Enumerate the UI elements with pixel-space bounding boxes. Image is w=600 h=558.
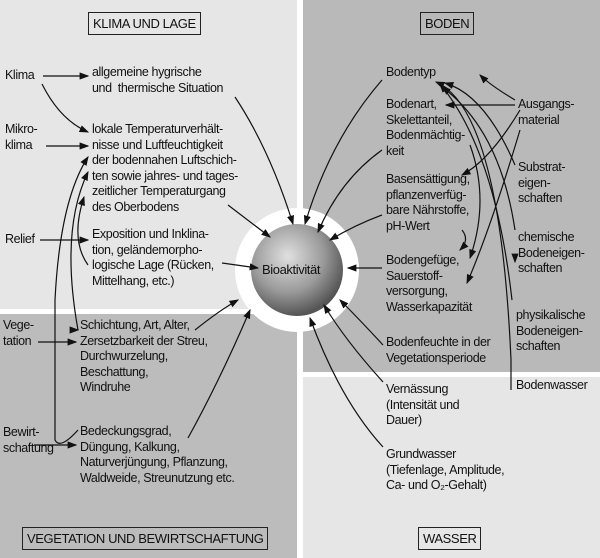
effect-grundwasser: Grundwasser (Tiefenlage, Amplitude, Ca- … <box>386 447 505 493</box>
effect-bodenart: Bodenart, Skelettanteil, Bodenmächtig- k… <box>386 97 465 158</box>
factor-bodenwasser: Bodenwasser <box>516 378 588 392</box>
effect-bodengefuege: Bodengefüge, Sauerstoff- versorgung, Was… <box>386 253 472 314</box>
factor-mikroklima: Mikro- klima <box>5 122 38 152</box>
factor-physikalische-bodeneigenschaften: physikalische Bodeneigen- schaften <box>516 308 586 354</box>
title-boden: BODEN <box>420 12 475 35</box>
factor-vegetation: Vege- tation <box>3 318 34 348</box>
factor-relief: Relief <box>5 232 35 246</box>
title-vegetation-und-bewirtschaftung: VEGETATION UND BEWIRTSCHAFTUNG <box>22 527 269 550</box>
title-wasser: WASSER <box>418 527 482 550</box>
quadrant-boden <box>303 0 600 372</box>
effect-relief: Exposition und Inklina- tion, geländemor… <box>92 227 214 288</box>
effect-bodentyp: Bodentyp <box>386 65 436 79</box>
effect-bodenfeuchte: Bodenfeuchte in der Vegetationsperiode <box>386 335 491 365</box>
effect-bewirtschaftung: Bedeckungsgrad, Düngung, Kalkung, Naturv… <box>80 424 235 485</box>
effect-basensaettigung: Basensättigung, pflanzenverfüg- bare Näh… <box>386 172 470 233</box>
factor-klima: Klima <box>5 68 35 82</box>
sphere <box>251 224 343 316</box>
effect-streu: Schichtung, Art, Alter, Zersetzbarkeit d… <box>80 318 208 395</box>
factor-bewirtschaftung: Bewirt- schaftung <box>3 425 54 455</box>
quadrant-vegetation <box>0 314 297 558</box>
title-klima-und-lage: KLIMA UND LAGE <box>88 12 201 35</box>
factor-ausgangsmaterial: Ausgangs- material <box>518 97 575 127</box>
center-bioaktivitaet: Bioaktivität <box>262 262 321 277</box>
effect-hygrische-situation: allgemeine hygrische und thermische Situ… <box>92 65 224 95</box>
factor-chemische-bodeneigenschaften: chemische Bodeneigen- schaften <box>518 230 585 276</box>
factor-substrateigenschaften: Substrat- eigen- schaften <box>518 160 566 206</box>
effect-mikroklima: lokale Temperaturverhält- nisse und Luft… <box>92 122 238 214</box>
effect-vernaessung: Vernässung (Intensität und Dauer) <box>386 382 460 428</box>
